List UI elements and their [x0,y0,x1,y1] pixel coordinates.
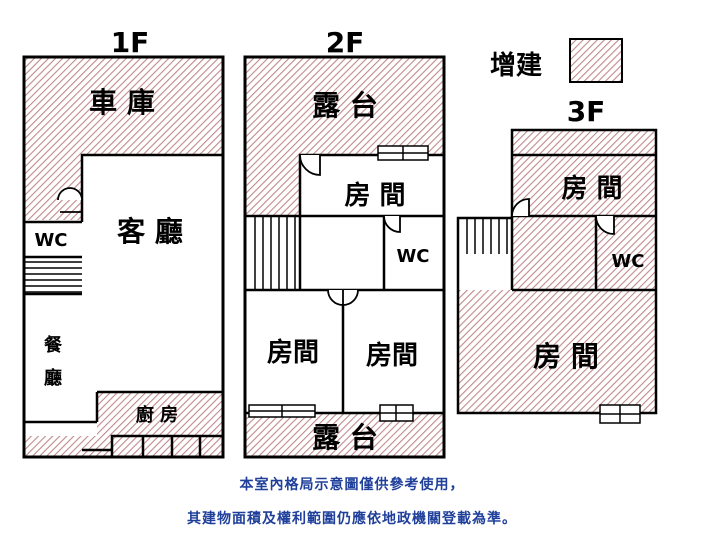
disclaimer-line-2: 其建物面積及權利範圍仍應依地政機關登載為準。 [187,511,517,527]
room-wc-label: WC [396,246,429,267]
room-terrace-top-label: 露 台 [312,89,378,122]
room-left-label: 房間 [267,338,319,368]
door-icon [383,215,401,233]
kitchen-lower-area [24,436,97,457]
room-top-area [512,130,656,216]
stairs-icon [254,216,296,290]
terrace-top-area [245,57,444,216]
floor-1f-title: 1F [111,26,150,59]
stairs-icon [466,218,508,254]
garage-area [24,57,223,220]
room-dining-label-2: 廳 [44,367,62,389]
door-icon [511,198,530,217]
legend-swatch [569,38,623,83]
floor-2f-title: 2F [326,26,365,59]
door-icon [595,215,615,235]
disclaimer-line-1: 本室內格局示意圖僅供參考使用， [239,477,465,493]
stair-area [24,257,82,294]
window-icon [377,145,429,161]
room-terrace-bottom-label: 露 台 [312,421,378,454]
room-living-label: 客 廳 [117,215,183,248]
room-wc-label: WC [611,251,644,272]
room-kitchen-label: 廚 房 [136,404,178,426]
room-right-label: 房間 [366,341,418,371]
window-icon [248,404,316,418]
room-big-area [458,290,656,413]
window-icon [599,404,641,424]
kitchen-area [97,392,223,457]
room-mid-area [512,216,596,290]
floor-3f: 房 間 WC 房 間 [456,128,658,424]
outer-wall [243,55,446,459]
floor-1f: 車 庫 客 廳 WC 餐 廳 廚 房 [22,55,225,459]
floor-3f-title: 3F [567,95,606,128]
room-top-label: 房 間 [344,181,405,211]
floor-2f: 露 台 房 間 WC 房間 房間 露 台 [243,55,446,459]
room-big-label: 房 間 [533,340,599,373]
room-garage-label: 車 庫 [89,86,155,119]
door-icon [299,154,321,176]
stairs-icon [24,261,82,293]
room-wc-label: WC [34,230,67,251]
room-dining-label-1: 餐 [43,334,63,356]
room-top-label: 房 間 [561,174,622,204]
legend-label: 增建 [490,50,542,81]
window-icon [379,404,414,422]
door-icon [57,187,83,201]
